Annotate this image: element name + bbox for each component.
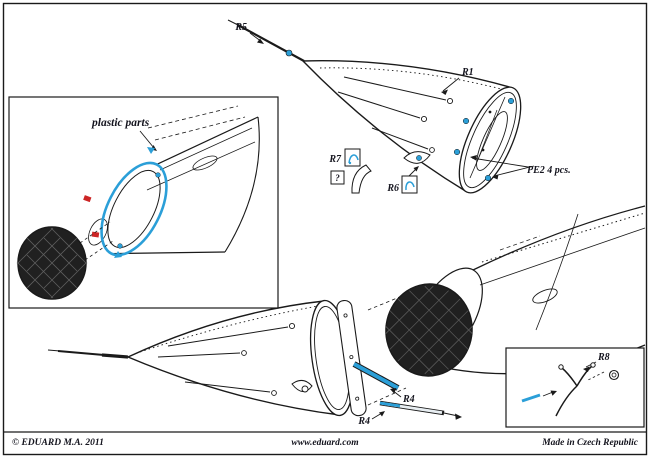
pe-dot — [416, 155, 422, 161]
footer-website: www.eduard.com — [291, 438, 358, 448]
top-cone-assembly: R5 — [227, 19, 571, 194]
arrow-rod — [455, 413, 462, 420]
footer-copyright: © EDUARD M.A. 2011 — [12, 437, 104, 448]
red-clip-markers — [83, 195, 100, 238]
label-pe2: PE2 4 pcs. — [527, 165, 571, 176]
part-box-r6: R6 — [386, 166, 419, 194]
part-box-r7: R7 — [328, 148, 361, 167]
arrow-pe2-a — [492, 174, 499, 180]
blue-arrow-bottom — [114, 251, 122, 258]
pitot-probe-bottom — [47, 349, 129, 359]
arrow-r1 — [441, 89, 448, 95]
mounting-ring — [336, 299, 367, 417]
nose-cone-bottom — [127, 299, 355, 417]
ring-part-r8 — [608, 369, 620, 381]
label-r7: R7 — [328, 154, 342, 165]
label-r8: R8 — [597, 352, 610, 363]
label-r1: R1 — [461, 67, 474, 78]
arrow-r4-lower — [379, 411, 385, 417]
cowl-section — [88, 105, 260, 255]
arrow-r5 — [257, 38, 264, 44]
clear-part — [351, 164, 372, 194]
arrow-pe2-b — [470, 155, 477, 161]
bottom-cone-assembly: R4 R4 — [47, 295, 462, 427]
label-r5: R5 — [234, 22, 247, 33]
r8-inset: R8 — [505, 347, 645, 428]
footer-made-in: Made in Czech Republic — [541, 438, 639, 448]
label-r4-upper: R4 — [402, 394, 415, 405]
plastic-parts-inset: plastic parts — [8, 96, 279, 309]
label-r6: R6 — [386, 183, 399, 194]
question-mark: ? — [335, 173, 340, 183]
bottom-fuselage — [384, 205, 646, 377]
arrow-r6 — [413, 166, 419, 172]
arrow-blue-part — [550, 390, 557, 396]
fork-bracket-part — [555, 362, 605, 417]
pe-ring-highlight — [100, 147, 168, 258]
nose-cone-top — [302, 60, 522, 194]
footer-bar: © EDUARD M.A. 2011 www.eduard.com Made i… — [12, 437, 639, 448]
pe2-rim-dots — [453, 97, 515, 182]
arrow-r4-upper — [390, 388, 397, 394]
pe-part-r4-lower — [379, 400, 462, 420]
blue-arrow-top — [147, 147, 155, 154]
mesh-grille-inset — [16, 221, 114, 300]
label-plastic-parts: plastic parts — [91, 117, 150, 129]
pitot-probe-top — [227, 19, 305, 62]
mesh-grille-fuselage — [384, 283, 474, 377]
pe-part-blue-small — [521, 390, 557, 403]
question-box: ? — [330, 170, 345, 185]
label-r4-lower: R4 — [357, 416, 370, 427]
pe-part-r4-upper — [352, 361, 400, 391]
